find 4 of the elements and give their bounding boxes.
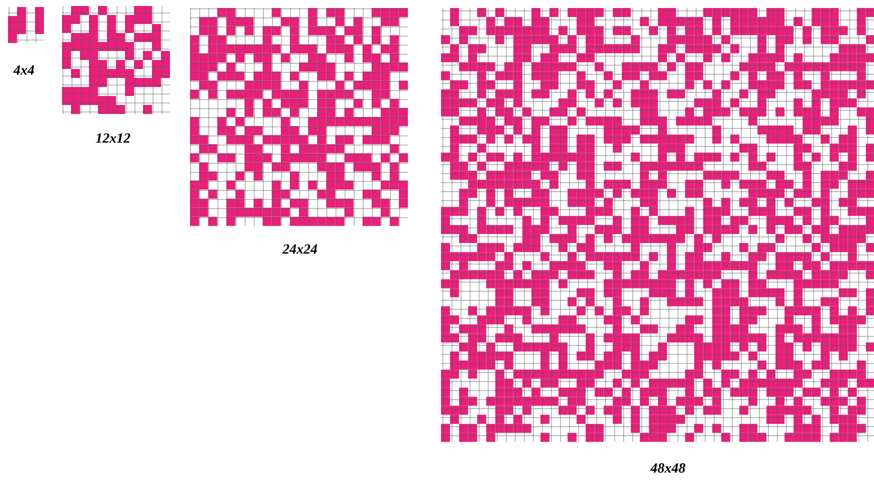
grid-label: 24x24 xyxy=(282,244,318,254)
grid-label: 12x12 xyxy=(96,133,130,143)
grid-label: 4x4 xyxy=(13,65,34,75)
grid-label: 48x48 xyxy=(650,463,686,473)
